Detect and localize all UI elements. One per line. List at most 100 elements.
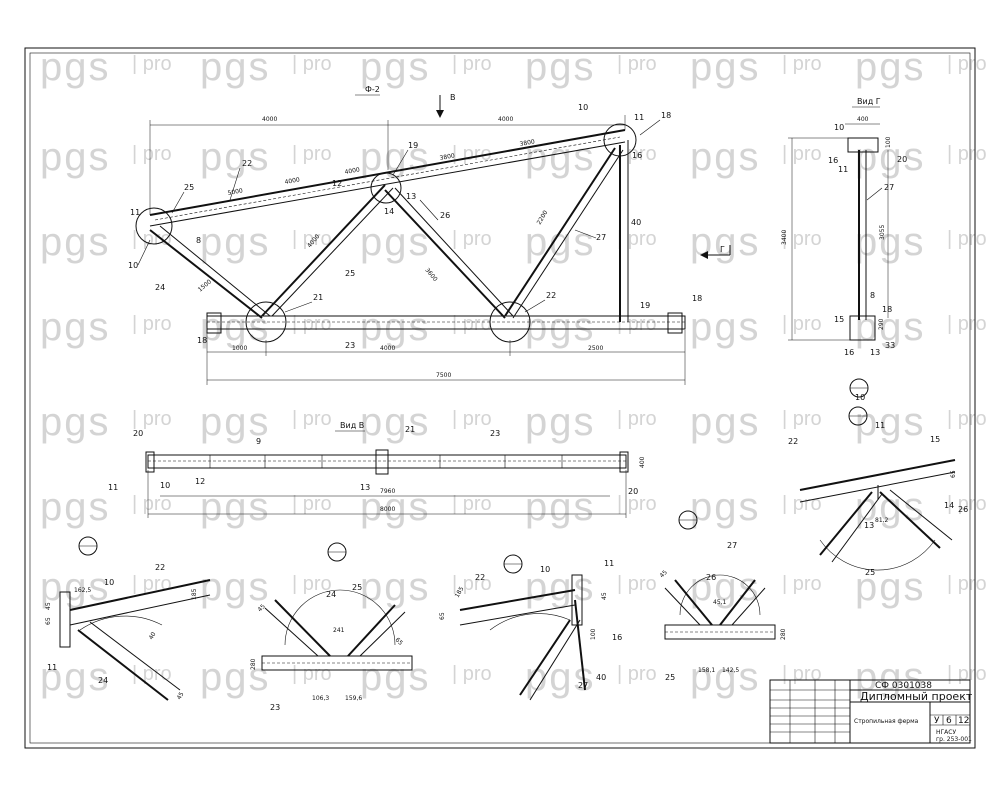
svg-text:Вид В: Вид В: [340, 421, 364, 430]
title-block: СФ 0301038 Дипломный проект Стропильная …: [769, 679, 973, 744]
inner-frame: [29, 52, 971, 744]
watermark-brand: pgs: [360, 485, 431, 529]
svg-text:33: 33: [885, 341, 895, 350]
svg-text:20: 20: [133, 429, 143, 438]
svg-text:13: 13: [864, 521, 874, 530]
watermark-suffix: | pro: [782, 53, 822, 75]
svg-text:15: 15: [834, 315, 844, 324]
svg-text:16: 16: [844, 348, 854, 357]
svg-text:11: 11: [130, 208, 140, 217]
watermark-brand: pgs: [525, 400, 596, 444]
svg-text:24: 24: [98, 676, 108, 685]
svg-text:10: 10: [540, 565, 550, 574]
svg-text:3055: 3055: [879, 225, 886, 240]
watermark-suffix: | pro: [617, 408, 657, 430]
svg-text:100: 100: [885, 136, 892, 148]
watermark-suffix: | pro: [782, 663, 822, 685]
svg-text:65: 65: [45, 617, 52, 625]
detail-22: 27 26 25 45,1 158,1 142,5 280 45: [658, 510, 787, 682]
svg-text:14: 14: [944, 501, 954, 510]
watermark-suffix: | pro: [782, 408, 822, 430]
watermark-suffix: | pro: [782, 493, 822, 515]
svg-text:10: 10: [160, 481, 170, 490]
svg-text:158,1: 158,1: [698, 667, 715, 674]
watermark-suffix: | pro: [947, 143, 987, 165]
watermark-suffix: | pro: [452, 53, 492, 75]
svg-text:11: 11: [47, 663, 57, 672]
svg-text:26: 26: [706, 573, 716, 582]
svg-text:15: 15: [930, 435, 940, 444]
svg-text:10: 10: [855, 393, 865, 402]
svg-text:1000: 1000: [232, 345, 247, 352]
watermark-brand: pgs: [40, 400, 111, 444]
svg-text:40: 40: [596, 673, 606, 682]
watermark-suffix: | pro: [782, 143, 822, 165]
svg-text:1500: 1500: [197, 278, 213, 293]
svg-text:81,2: 81,2: [875, 517, 889, 524]
svg-text:280: 280: [250, 658, 257, 670]
svg-text:20: 20: [628, 487, 638, 496]
svg-text:22: 22: [155, 563, 165, 572]
svg-text:100: 100: [590, 628, 597, 640]
svg-text:65: 65: [394, 636, 404, 646]
watermark-brand: pgs: [525, 305, 596, 349]
watermark-suffix: | pro: [452, 408, 492, 430]
watermark-suffix: | pro: [132, 408, 172, 430]
watermark-brand: pgs: [200, 565, 271, 609]
watermark-brand: pgs: [360, 565, 431, 609]
svg-text:27: 27: [596, 233, 606, 242]
svg-text:Вид Г: Вид Г: [857, 97, 881, 106]
watermark-suffix: | pro: [452, 573, 492, 595]
watermark-brand: pgs: [40, 135, 111, 179]
watermark-brand: pgs: [360, 400, 431, 444]
svg-text:106,3: 106,3: [312, 695, 329, 702]
svg-text:21: 21: [405, 425, 415, 434]
watermark-brand: pgs: [200, 220, 271, 264]
watermark-brand: pgs: [690, 655, 761, 699]
watermark-brand: pgs: [525, 565, 596, 609]
svg-text:27: 27: [727, 541, 737, 550]
detail-21: 24 25 23 241 106,3 159,6 280 45 65: [250, 542, 413, 712]
svg-text:22: 22: [546, 291, 556, 300]
svg-text:7500: 7500: [436, 372, 451, 379]
svg-text:185: 185: [454, 585, 466, 599]
svg-text:25: 25: [345, 269, 355, 278]
watermark-suffix: | pro: [617, 663, 657, 685]
watermark-brand: pgs: [690, 305, 761, 349]
svg-text:3800: 3800: [439, 152, 455, 162]
watermark-brand: pgs: [200, 655, 271, 699]
svg-text:18: 18: [661, 111, 671, 120]
view-b: Вид В 8000 7960 20 9 21 23 11 10 12 13 2…: [108, 421, 646, 518]
svg-text:3800: 3800: [519, 138, 535, 148]
svg-text:16: 16: [612, 633, 622, 642]
main-truss-view: Ф-2 В 4000 4000: [128, 85, 731, 385]
sheet-name: Стропильная ферма: [854, 718, 919, 725]
watermark-brand: pgs: [690, 220, 761, 264]
watermark-brand: pgs: [200, 400, 271, 444]
watermark-suffix: | pro: [947, 228, 987, 250]
watermark-suffix: | pro: [292, 408, 332, 430]
watermark-brand: pgs: [40, 305, 111, 349]
svg-text:280: 280: [780, 628, 787, 640]
svg-text:23: 23: [490, 429, 500, 438]
watermark-suffix: | pro: [782, 313, 822, 335]
watermark-suffix: | pro: [292, 53, 332, 75]
watermark-brand: pgs: [200, 305, 271, 349]
svg-text:16: 16: [632, 151, 642, 160]
svg-text:241: 241: [333, 627, 345, 634]
watermark-suffix: | pro: [617, 143, 657, 165]
svg-text:5000: 5000: [227, 187, 243, 197]
svg-text:11: 11: [838, 165, 848, 174]
svg-text:11: 11: [875, 421, 885, 430]
watermark-suffix: | pro: [617, 493, 657, 515]
svg-text:4000: 4000: [344, 166, 360, 176]
watermark-suffix: | pro: [947, 53, 987, 75]
svg-text:400: 400: [639, 456, 646, 468]
svg-text:27: 27: [884, 183, 894, 192]
svg-text:25: 25: [352, 583, 362, 592]
svg-text:65: 65: [950, 470, 957, 478]
watermark-suffix: | pro: [132, 493, 172, 515]
svg-text:27: 27: [578, 681, 588, 690]
watermark-brand: pgs: [855, 400, 926, 444]
